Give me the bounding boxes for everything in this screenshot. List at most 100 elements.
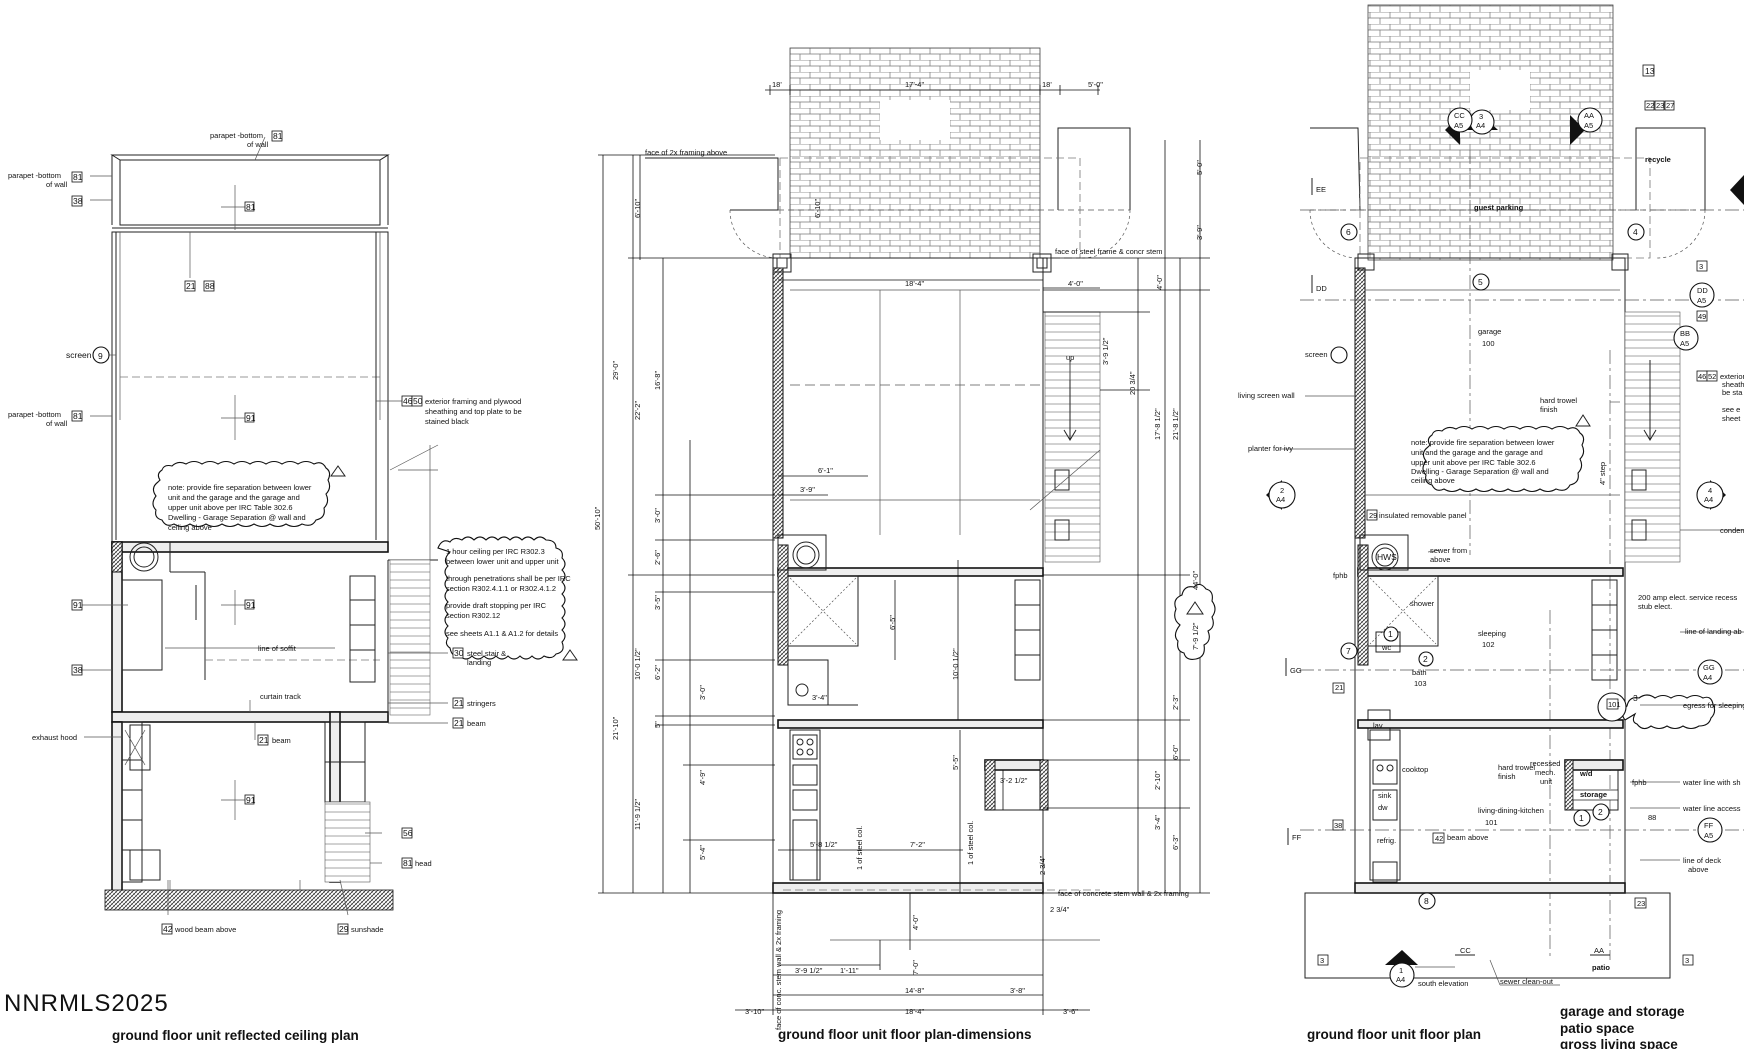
label-plan-sleeping-num: 102 xyxy=(1482,640,1495,649)
label-dims-face-concrete: face of concrete stem wall & 2x framing xyxy=(1058,889,1189,898)
label-wood-beam: wood beam above xyxy=(174,925,236,934)
dimension-plan: up xyxy=(598,47,1216,1015)
tag-81b: 81 xyxy=(73,172,83,182)
label-plan-hws: HWS xyxy=(1377,552,1397,562)
rcp-note-2: unit and the garage and the garage and xyxy=(168,493,300,502)
tag-81-light: 81 xyxy=(246,202,256,212)
sheet-titles: NNRMLS2025 ground floor unit reflected c… xyxy=(4,990,1685,1049)
label-dims-top-18a: 18' xyxy=(772,80,782,89)
rcp-box-2: between lower unit and upper unit xyxy=(446,557,559,566)
label-plan-sheet-a5: A5 xyxy=(1697,296,1706,305)
label-dims-d-11-9-12: 11'-9 1/2" xyxy=(633,799,642,830)
label-steel-stair-1: steel stair & xyxy=(467,649,506,658)
label-dims-d-3-2-12: 3'-2 1/2" xyxy=(1000,776,1028,785)
rcp-note-1: note: provide fire separation between lo… xyxy=(168,483,312,492)
label-of-wall: of wall xyxy=(247,140,269,149)
circle-9: 9 xyxy=(98,351,103,361)
label-plan-line-deck-1: line of deck xyxy=(1683,856,1721,865)
label-of-wall-3: of wall xyxy=(46,419,68,428)
label-ext-framing-1: exterior framing and plywood xyxy=(425,397,521,406)
label-plan-water-2: water line access xyxy=(1682,804,1741,813)
label-plan-tag-3a: 3 xyxy=(1699,262,1703,271)
label-dims-d-6-0: 6'-0" xyxy=(1171,745,1180,760)
label-dims-d-6-3: 6'-3" xyxy=(1171,835,1180,850)
label-dims-d-2-34a: 2 3/4" xyxy=(1038,855,1047,875)
label-dims-d-2-3: 2'-3" xyxy=(1171,695,1180,710)
label-plan-south-elev: south elevation xyxy=(1418,979,1468,988)
label-plan-sec-dd: DD xyxy=(1316,284,1327,293)
tag-81c: 81 xyxy=(73,411,83,421)
label-dims-d-16-8: 16'-8" xyxy=(653,371,662,390)
label-dims-col2: 1 of steel col. xyxy=(966,821,975,865)
label-dims-d-18-4: 18'-4" xyxy=(905,279,924,288)
label-dims-d-5: 5" xyxy=(653,721,662,728)
tag-50: 50 xyxy=(413,396,423,406)
label-dims-d-3-4a: 3'-4" xyxy=(812,693,827,702)
label-plan-note-4: Dwelling - Garage Separation @ wall and xyxy=(1411,467,1549,476)
label-dims-d-4-0b: 4'-0" xyxy=(1155,275,1164,290)
label-curtain-track: curtain track xyxy=(260,692,301,701)
label-plan-n5: 5 xyxy=(1478,277,1483,287)
label-plan-fphb: fphb xyxy=(1333,571,1348,580)
label-screen: screen xyxy=(66,350,92,360)
label-dims-d-3-6: 3'-6" xyxy=(1063,1007,1078,1016)
label-plan-see-2: sheet xyxy=(1722,414,1741,423)
label-plan-tag-38: 38 xyxy=(1334,821,1342,830)
label-plan-elect-1: 200 amp elect. service recess xyxy=(1638,593,1737,602)
label-plan-hard-trowel-1: hard trowel xyxy=(1540,396,1577,405)
rcp-box-5: provide draft stopping per IRC xyxy=(446,601,547,610)
label-dims-d-2-10: 2'-10" xyxy=(1153,771,1162,790)
parapet-top xyxy=(110,154,390,161)
label-dims-d-6-2: 6'-2" xyxy=(653,665,662,680)
rcp-box-6: section R302.12 xyxy=(446,611,500,620)
egress-cloud xyxy=(1621,694,1716,730)
rcp-box-1: 1 hour ceiling per IRC R302.3 xyxy=(446,547,545,556)
label-plan-n1: 1 xyxy=(1399,966,1403,975)
label-plan-see-1: see e xyxy=(1722,405,1740,414)
tag-21: 21 xyxy=(186,281,196,291)
label-plan-recessed-1: recessed xyxy=(1530,759,1560,768)
label-dims-d-3-5: 3'-5" xyxy=(653,595,662,610)
label-dims-d-5-4: 5'-4" xyxy=(698,845,707,860)
label-plan-n6: 6 xyxy=(1346,227,1351,237)
label-plan-sheet-a4: A4 xyxy=(1276,495,1285,504)
label-plan-lav: lav xyxy=(1373,721,1383,730)
label-plan-garage-num: 100 xyxy=(1482,339,1495,348)
label-plan-tag-21: 21 xyxy=(1335,683,1343,692)
ceiling-note-cloud xyxy=(437,536,566,660)
label-plan-sewer-from-1: sewer from xyxy=(1430,546,1467,555)
label-up: up xyxy=(1066,353,1074,362)
label-plan-n1: 1 xyxy=(1579,813,1584,823)
label-plan-n3: 3 xyxy=(1633,693,1638,703)
tag-81d: 81 xyxy=(403,858,413,868)
label-plan-living-screen: living screen wall xyxy=(1238,391,1295,400)
label-dims-d-3-9-12b: 3'-9 1/2" xyxy=(795,966,823,975)
label-dims-d-2-6: 2'-6" xyxy=(653,550,662,565)
title-floor-plan: ground floor unit floor plan xyxy=(1307,1027,1481,1042)
tag-91a: 91 xyxy=(246,413,256,423)
label-plan-n8: 8 xyxy=(1424,896,1429,906)
label-plan-tag-3c: 3 xyxy=(1685,956,1689,965)
label-plan-egress: egress for sleeping xyxy=(1683,701,1744,710)
floor-plan xyxy=(1266,4,1744,988)
title-dimensions: ground floor unit floor plan-dimensions xyxy=(778,1027,1031,1042)
label-plan-sheet-a5: A5 xyxy=(1704,831,1713,840)
label-dims-d-29-0: 29'-0" xyxy=(611,361,620,380)
tag-21c: 21 xyxy=(454,718,464,728)
label-plan-wd: w/d xyxy=(1579,769,1593,778)
tag-46: 46 xyxy=(403,396,413,406)
label-plan-sec-ee: EE xyxy=(1316,185,1326,194)
label-plan-screen: screen xyxy=(1305,350,1328,359)
label-dims-d-7-2: 7'-2" xyxy=(910,840,925,849)
label-dims-d-14-8: 14'-8" xyxy=(905,986,924,995)
label-steel-stair-2: landing xyxy=(467,658,491,667)
label-plan-line-deck-2: above xyxy=(1688,865,1708,874)
label-plan-tag-23b: 23 xyxy=(1637,899,1645,908)
label-plan-sewer-from-2: above xyxy=(1430,555,1450,564)
tag-30: 30 xyxy=(454,648,464,658)
label-dims-top-17-4: 17'-4" xyxy=(905,80,924,89)
label-plan-bath: bath xyxy=(1412,668,1427,677)
label-plan-sheet-a4: A4 xyxy=(1704,495,1713,504)
